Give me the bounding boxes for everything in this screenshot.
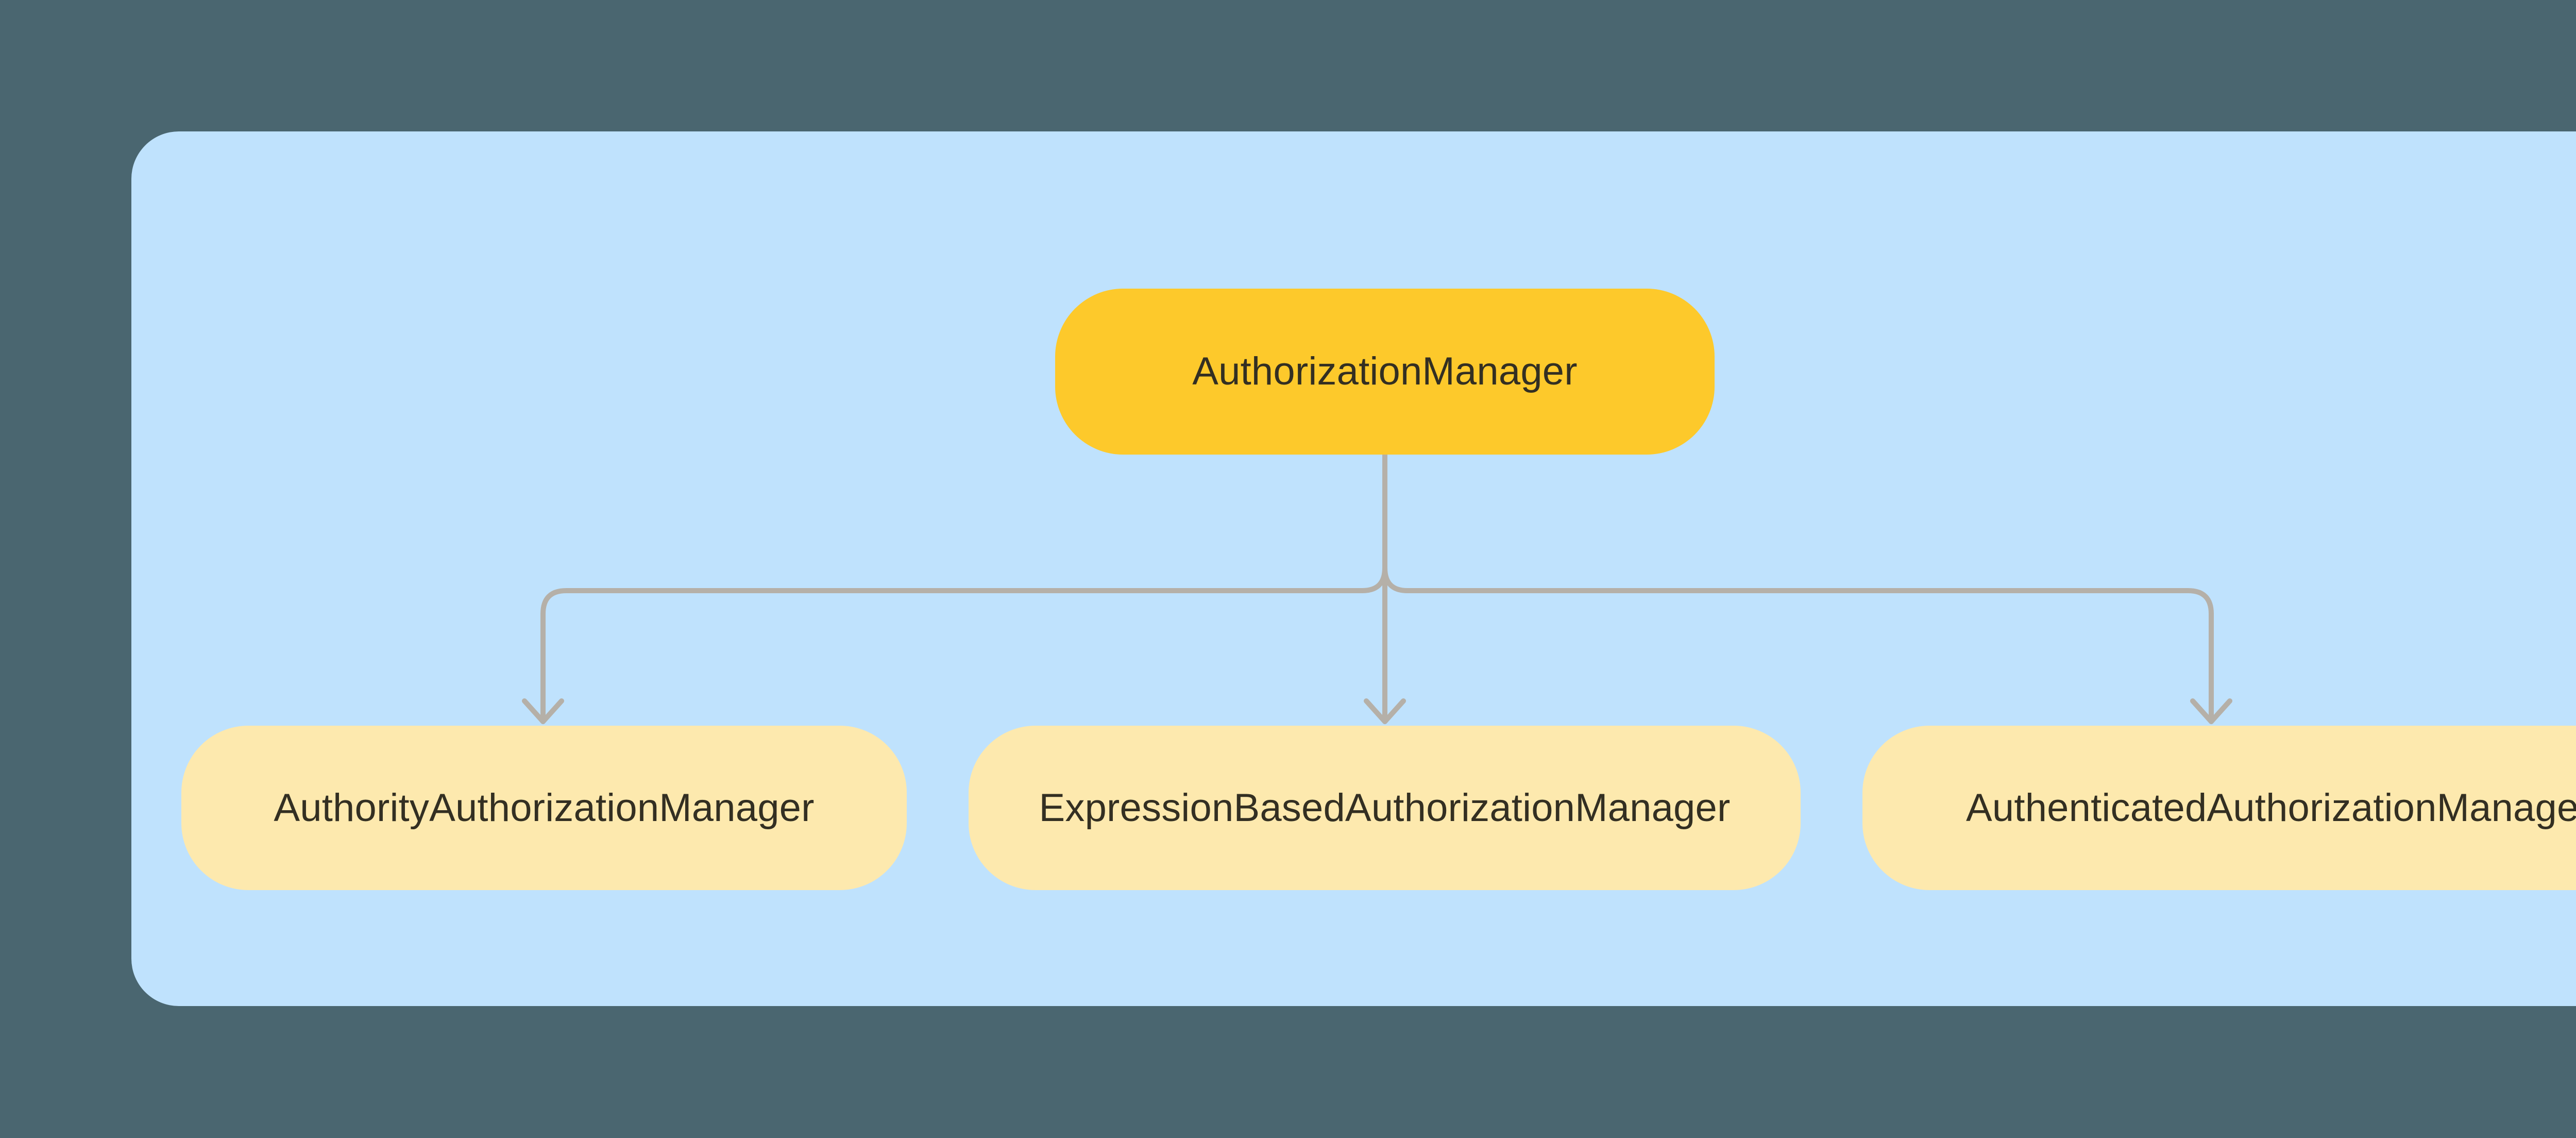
- node-authority-authorization-manager[interactable]: AuthorityAuthorizationManager: [181, 726, 907, 890]
- node-authenticated-authorization-manager[interactable]: AuthenticatedAuthorizationManager: [1862, 726, 2576, 890]
- node-label: AuthenticatedAuthorizationManager: [1966, 785, 2576, 830]
- node-label: AuthorizationManager: [1192, 349, 1578, 393]
- node-authorization-manager[interactable]: AuthorizationManager: [1055, 289, 1715, 455]
- node-label: ExpressionBasedAuthorizationManager: [1039, 785, 1731, 830]
- node-label: AuthorityAuthorizationManager: [274, 785, 815, 830]
- node-expression-based-authorization-manager[interactable]: ExpressionBasedAuthorizationManager: [969, 726, 1801, 890]
